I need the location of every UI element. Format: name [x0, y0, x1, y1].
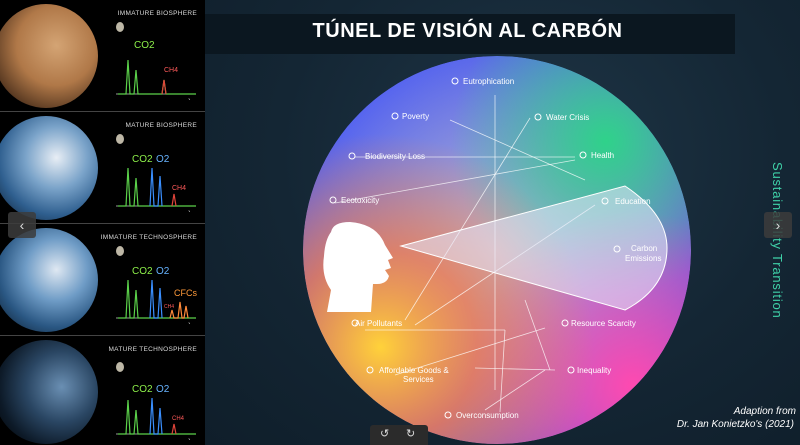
- next-button[interactable]: ›: [764, 212, 792, 238]
- lambda-label: λ: [188, 439, 192, 440]
- label-eutrophication: Eutrophication: [463, 77, 514, 86]
- chevron-right-icon: ›: [775, 217, 781, 233]
- label-biodiversity-loss: Biodiversity Loss: [365, 152, 425, 161]
- rotate-toolbar: ↺ ↻: [370, 425, 428, 445]
- planet-desert: [0, 4, 98, 108]
- rotate-right-icon[interactable]: ↻: [406, 428, 416, 440]
- moon: [116, 22, 124, 32]
- stage-title: IMMATURE TECHNOSPHERE: [100, 234, 197, 241]
- label-education: Education: [615, 197, 651, 206]
- credit-line-1: Adaption from: [733, 406, 796, 417]
- spectrum-chart: CO2 O2 CFCs CH4 λ: [116, 266, 197, 324]
- rotate-left-icon[interactable]: ↺: [380, 428, 390, 440]
- label-air-pollutants: Air Pollutants: [355, 319, 402, 328]
- stage-mature-biosphere: MATURE BIOSPHERE CO2 O2 CH4 λ: [0, 112, 205, 224]
- planet-earth: [0, 228, 98, 332]
- stage-mature-technosphere: MATURE TECHNOSPHERE CO2 O2 CH4 λ: [0, 336, 205, 445]
- o2-label: O2: [156, 266, 170, 277]
- stage-title: MATURE TECHNOSPHERE: [108, 346, 197, 353]
- spectrum-chart: CO2 O2 CH4 λ: [116, 384, 196, 440]
- ch4-label: CH4: [172, 185, 186, 192]
- co2-label: CO2: [132, 154, 153, 165]
- o2-label: O2: [156, 384, 170, 395]
- tunnel-vision-diagram: Eutrophication Poverty Water Crisis Biod…: [303, 56, 691, 444]
- planet-earth: [0, 116, 98, 220]
- head-icon: [323, 222, 393, 312]
- ch4-label: CH4: [164, 67, 178, 74]
- connection-lines: [334, 95, 596, 413]
- label-health: Health: [591, 151, 614, 160]
- planet-earth-night: [0, 340, 98, 444]
- label-emissions: Emissions: [625, 254, 661, 263]
- chevron-left-icon: ‹: [19, 217, 25, 233]
- tunnel-cone: [399, 185, 668, 311]
- label-ecotoxicity: Ecotoxicity: [341, 196, 379, 205]
- slide-canvas: TÚNEL DE VISIÓN AL CARBÓN: [205, 0, 800, 445]
- moon: [116, 134, 124, 144]
- ch4-label: CH4: [172, 416, 185, 422]
- label-inequality: Inequality: [577, 366, 611, 375]
- stage-immature-technosphere: IMMATURE TECHNOSPHERE CO2 O2 CFCs CH4 λ: [0, 224, 205, 336]
- stage-title: MATURE BIOSPHERE: [125, 122, 197, 129]
- label-services: Services: [403, 375, 434, 384]
- co2-label: CO2: [132, 384, 153, 395]
- label-affordable-goods: Affordable Goods &: [379, 366, 449, 375]
- ch4-label: CH4: [164, 304, 174, 310]
- title-background: [205, 14, 735, 54]
- co2-label: CO2: [134, 40, 155, 51]
- co2-label: CO2: [132, 266, 153, 277]
- cfcs-label: CFCs: [174, 288, 197, 298]
- label-water-crisis: Water Crisis: [546, 113, 589, 122]
- lambda-label: λ: [188, 99, 192, 100]
- label-resource-scarcity: Resource Scarcity: [571, 319, 636, 328]
- label-carbon: Carbon: [631, 244, 657, 253]
- label-markers: [329, 77, 621, 419]
- spectrum-chart: CO2 O2 CH4 λ: [116, 154, 196, 212]
- moon: [116, 246, 124, 256]
- moon: [116, 362, 124, 372]
- label-poverty: Poverty: [402, 112, 429, 121]
- lambda-label: λ: [188, 323, 192, 324]
- prev-button[interactable]: ‹: [8, 212, 36, 238]
- spectrum-chart: CO2 CH4 λ: [116, 40, 196, 100]
- credit-line-2: Dr. Jan Konietzko's (2021): [676, 419, 794, 430]
- o2-label: O2: [156, 154, 170, 165]
- slide-title: TÚNEL DE VISIÓN AL CARBÓN: [312, 20, 623, 42]
- label-overconsumption: Overconsumption: [456, 411, 519, 420]
- sustainability-transition-text: Sustainability Transition: [770, 161, 785, 319]
- left-image-panel: IMMATURE BIOSPHERE CO2 CH4 λ MATURE BIOS…: [0, 0, 205, 445]
- stage-title: IMMATURE BIOSPHERE: [117, 10, 197, 17]
- lambda-label: λ: [188, 211, 192, 212]
- stage-immature-biosphere: IMMATURE BIOSPHERE CO2 CH4 λ: [0, 0, 205, 112]
